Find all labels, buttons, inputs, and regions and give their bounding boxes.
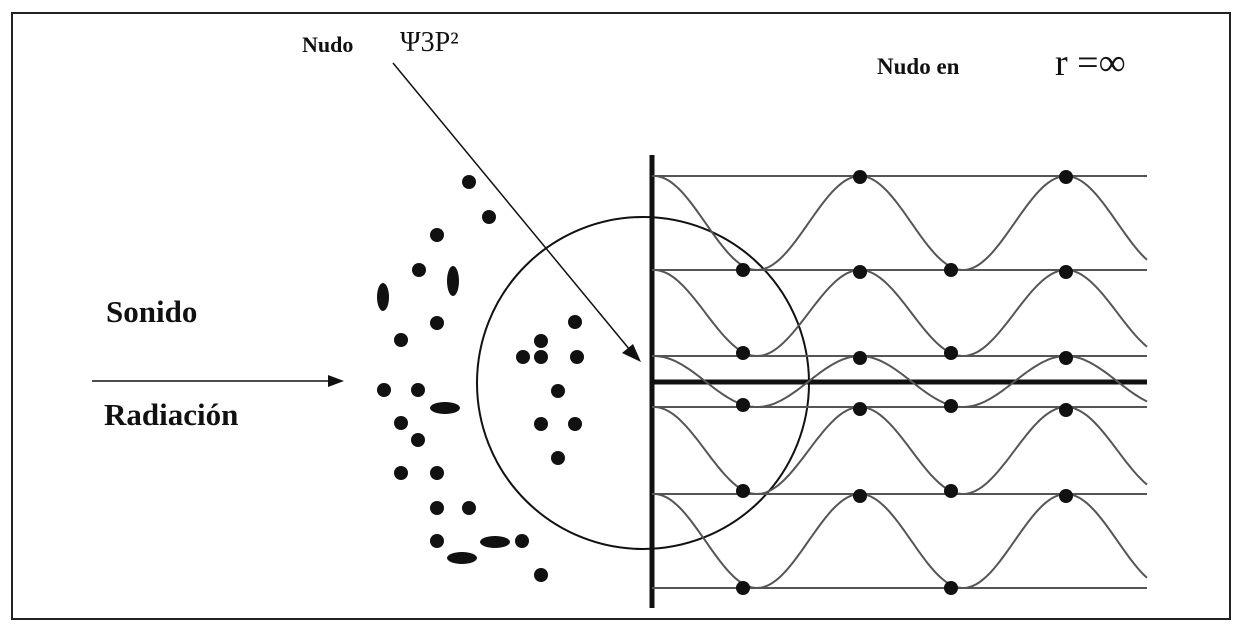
- node-dot-5: [944, 263, 958, 277]
- particle-23: [394, 466, 408, 480]
- node-dot-18: [1059, 489, 1073, 503]
- particle-25: [430, 501, 444, 515]
- node-dot-20: [944, 581, 958, 595]
- incoming-arrow: [92, 375, 344, 387]
- particle-20: [534, 417, 548, 431]
- particle-24: [430, 466, 444, 480]
- particle-15: [377, 383, 391, 397]
- node-dot-9: [944, 346, 958, 360]
- pointer-arrow: [392, 62, 641, 362]
- node-at-symbol-label: r =∞: [1055, 42, 1126, 84]
- node-dot-4: [853, 265, 867, 279]
- particle-1: [462, 175, 476, 189]
- node-dot-6: [1059, 265, 1073, 279]
- particle-10: [534, 334, 548, 348]
- node-dot-11: [736, 398, 750, 412]
- particle-14: [551, 384, 565, 398]
- particle-4: [412, 263, 426, 277]
- particle-22: [551, 451, 565, 465]
- particle-7: [430, 316, 444, 330]
- wave-band-2: [654, 268, 1148, 358]
- particle-6: [377, 283, 389, 311]
- particle-5: [447, 266, 459, 296]
- frame-border: [11, 12, 1231, 620]
- node-dot-15: [736, 484, 750, 498]
- particle-9: [568, 315, 582, 329]
- node-dot-1: [853, 170, 867, 184]
- node-dot-12: [853, 402, 867, 416]
- node-dots: [736, 170, 1073, 595]
- node-dot-17: [944, 484, 958, 498]
- particle-26: [462, 501, 476, 515]
- particle-28: [480, 536, 510, 548]
- node-dot-13: [944, 399, 958, 413]
- node-dot-8: [853, 351, 867, 365]
- node-at-prefix-label: Nudo en: [877, 54, 960, 79]
- particle-2: [482, 210, 496, 224]
- sound-label: Sonido: [106, 294, 198, 329]
- node-dot-3: [736, 263, 750, 277]
- node-psi-symbol-label: Ψ3P²: [400, 27, 459, 58]
- particle-18: [394, 416, 408, 430]
- node-dot-7: [736, 346, 750, 360]
- particle-21: [568, 417, 582, 431]
- node-dot-10: [1059, 351, 1073, 365]
- radiation-label: Radiación: [104, 397, 239, 432]
- particle-13: [570, 350, 584, 364]
- particle-29: [515, 534, 529, 548]
- wave-band-4: [654, 405, 1148, 496]
- node-dot-16: [853, 489, 867, 503]
- particle-8: [394, 333, 408, 347]
- node-dot-19: [736, 581, 750, 595]
- particle-30: [447, 552, 477, 564]
- particle-27: [430, 534, 444, 548]
- node-dot-14: [1059, 403, 1073, 417]
- particle-12: [534, 350, 548, 364]
- particle-16: [411, 383, 425, 397]
- particle-3: [430, 228, 444, 242]
- particle-17: [430, 402, 460, 414]
- wave-band-5: [654, 492, 1148, 590]
- node-dot-2: [1059, 170, 1073, 184]
- particle-31: [534, 568, 548, 582]
- particle-cloud: [377, 175, 584, 582]
- node-psi-prefix-label: Nudo: [302, 32, 354, 57]
- wave-band-1: [654, 174, 1148, 272]
- particle-11: [516, 350, 530, 364]
- particle-19: [411, 433, 425, 447]
